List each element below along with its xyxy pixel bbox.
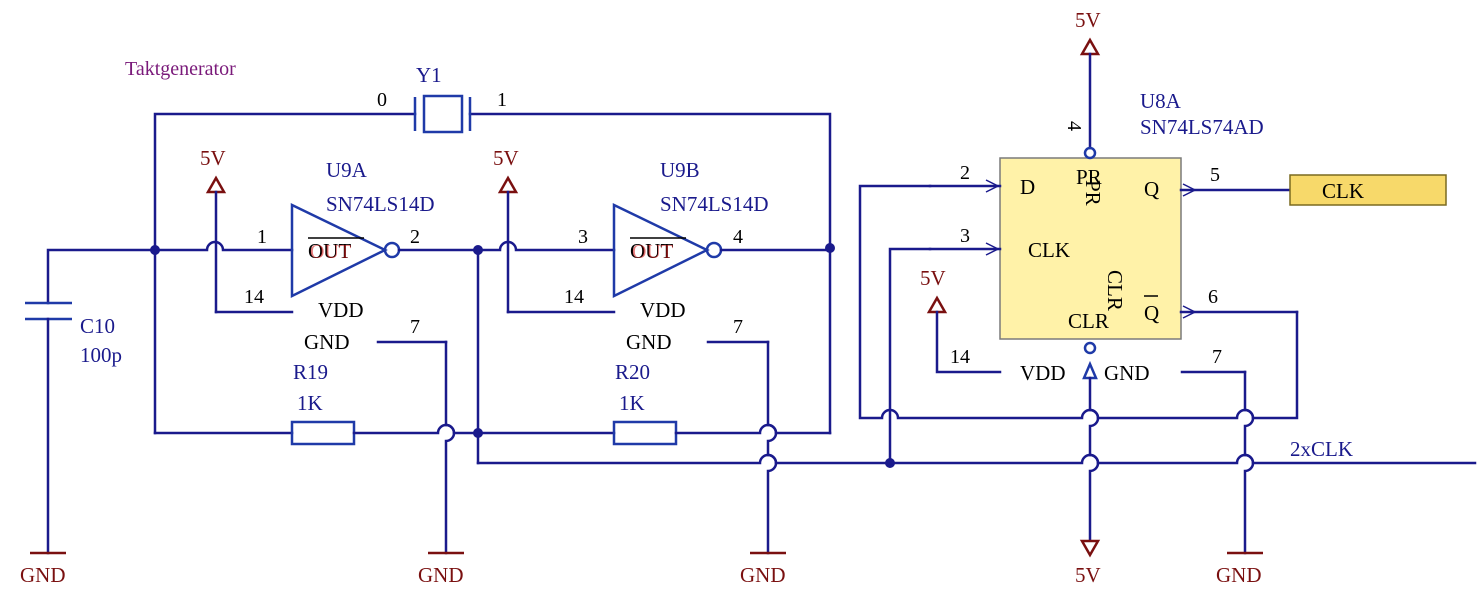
gnd-label-u9b: GND xyxy=(740,563,786,587)
crystal-pin-left: 0 xyxy=(377,89,387,111)
u8a-qbar-label: Q xyxy=(1144,301,1159,325)
u9a-part: SN74LS14D xyxy=(326,192,435,216)
crystal-ref: Y1 xyxy=(416,63,442,87)
u8a-q-label: Q xyxy=(1144,177,1159,201)
u8a-ref: U8A xyxy=(1140,89,1182,113)
u9a-pin-in: 1 xyxy=(257,226,267,248)
port-clk-label: CLK xyxy=(1322,179,1364,203)
inverter-u9a[interactable]: 5V U9A SN74LS14D 1 2 OUT OUT 14 VDD GND … xyxy=(153,146,480,354)
net-label-2xclk: 2xCLK xyxy=(1290,437,1353,461)
u9a-ref: U9A xyxy=(326,158,368,182)
u8a-vdd-label: VDD xyxy=(1020,361,1066,385)
u8a-part: SN74LS74AD xyxy=(1140,115,1264,139)
u8a-clk-label: CLK xyxy=(1028,238,1070,262)
gnd-label-u9a: GND xyxy=(418,563,464,587)
vcc-label-u8a-top: 5V xyxy=(1075,8,1101,32)
u8a-pin-gnd: 7 xyxy=(1212,346,1222,368)
u9a-pin-out: 2 xyxy=(410,226,420,248)
net-2xclk[interactable]: 2xCLK xyxy=(476,248,1477,465)
gnd-symbol-u8a: GND xyxy=(1216,370,1263,587)
junctions xyxy=(150,243,895,468)
vcc-label-u9a: 5V xyxy=(200,146,226,170)
u8a-d-label: D xyxy=(1020,175,1035,199)
u9b-part: SN74LS14D xyxy=(660,192,769,216)
gnd-symbol-u9b: GND xyxy=(740,340,786,587)
u8a-pin-pr: 4 xyxy=(1063,121,1085,131)
u9b-pin-out: 4 xyxy=(733,226,743,248)
r19-value: 1K xyxy=(297,391,323,415)
u9a-pin-gnd: 7 xyxy=(410,316,420,338)
gnd-label-c10: GND xyxy=(20,563,66,587)
vcc-label-u8a-vdd: 5V xyxy=(920,266,946,290)
crystal-pin-right: 1 xyxy=(497,89,507,111)
u8a-pr-label-rot: PR xyxy=(1081,180,1105,206)
gnd-label-u8a: GND xyxy=(1216,563,1262,587)
inverter-u9b[interactable]: 5V U9B SN74LS14D 3 4 OUT OUT 14 VDD GND … xyxy=(476,146,832,354)
u8a-clr-label-rot: CLR xyxy=(1103,270,1127,311)
u9a-overlay: OUT xyxy=(310,241,351,263)
u9b-pin-vdd: 14 xyxy=(564,286,584,308)
u9a-gnd-label: GND xyxy=(304,330,350,354)
capacitor-ref: C10 xyxy=(80,314,115,338)
u9a-vdd-label: VDD xyxy=(318,298,364,322)
r19-ref: R19 xyxy=(293,360,328,384)
gnd-symbol-u9a: GND xyxy=(418,340,464,587)
u9b-out-text: OUT xyxy=(630,239,673,263)
vcc-symbol-u8a-bottom: 5V xyxy=(1075,376,1101,587)
u9b-pin-gnd: 7 xyxy=(733,316,743,338)
vcc-label-u9b: 5V xyxy=(493,146,519,170)
gnd-symbol-c10: GND xyxy=(20,551,66,587)
crystal-y1[interactable]: Y1 0 1 xyxy=(153,63,832,252)
pin-arrows xyxy=(985,179,1197,319)
u8a-pin-q: 5 xyxy=(1210,164,1220,186)
capacitor-value: 100p xyxy=(80,343,122,367)
u8a-clr-label: CLR xyxy=(1068,309,1109,333)
schematic-title: Taktgenerator xyxy=(125,58,236,80)
u8a-body xyxy=(999,157,1182,340)
u9a-out-text: OUT xyxy=(308,239,351,263)
u8a-gnd-label: GND xyxy=(1104,361,1150,385)
u8a-pin-clk: 3 xyxy=(960,225,970,247)
u9b-pin-in: 3 xyxy=(578,226,588,248)
u9b-overlay: OUT xyxy=(632,241,673,263)
u8a-pin-d: 2 xyxy=(960,162,970,184)
capacitor-c10[interactable]: C10 100p xyxy=(25,248,157,555)
u9b-ref: U9B xyxy=(660,158,700,182)
u8a-pin-vdd: 14 xyxy=(950,346,970,368)
vcc-label-u8a-bottom: 5V xyxy=(1075,563,1101,587)
u9a-pin-vdd: 14 xyxy=(244,286,264,308)
r20-ref: R20 xyxy=(615,360,650,384)
u8a-pin-qbar: 6 xyxy=(1208,286,1218,308)
u8a-pr-label: PR xyxy=(1076,165,1102,189)
u9b-vdd-label: VDD xyxy=(640,298,686,322)
flipflop-u8a[interactable]: U8A SN74LS74AD 5V 4 PR PR 2 D 3 CLK 5 Q … xyxy=(920,8,1299,385)
port-clk[interactable]: CLK xyxy=(1289,174,1447,206)
u9b-gnd-label: GND xyxy=(626,330,672,354)
r20-value: 1K xyxy=(619,391,645,415)
